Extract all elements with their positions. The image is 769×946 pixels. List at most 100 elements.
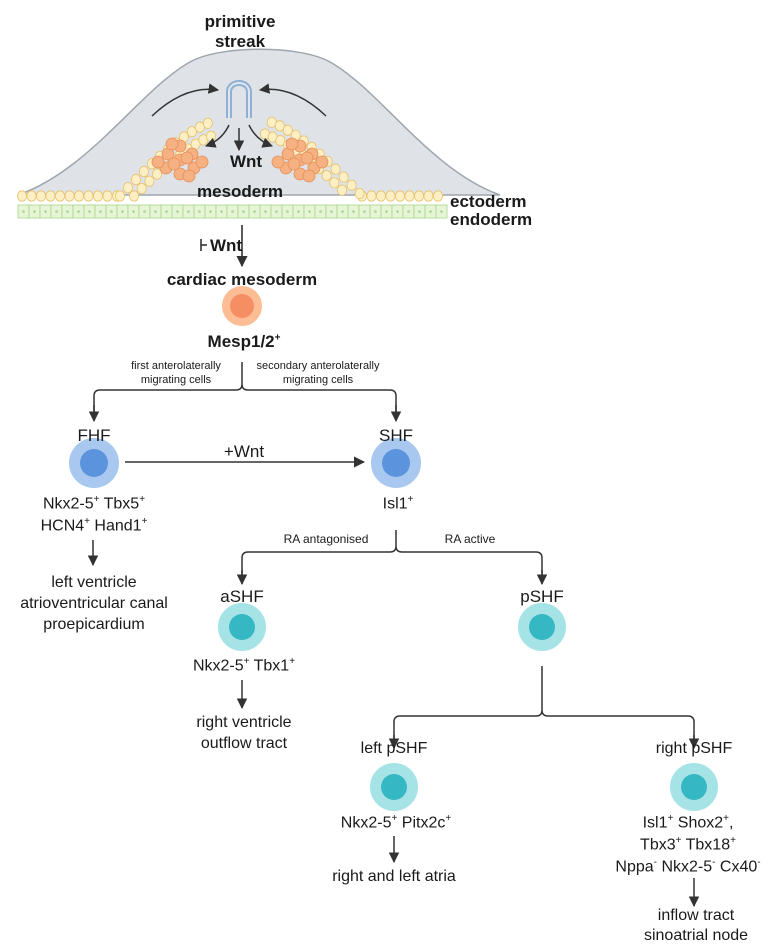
ectoderm-cell [74, 190, 85, 202]
marker-gene: Shox2 [673, 814, 724, 832]
right-pshf-nucleus [681, 774, 707, 800]
marker-sign: + [93, 494, 100, 505]
endoderm-cell-dot [22, 210, 25, 213]
mesoderm-cell [180, 151, 194, 165]
mesoderm-cell [300, 151, 314, 165]
ectoderm-cell [206, 130, 217, 142]
marker-sign: + [730, 835, 736, 847]
ectoderm-cell [413, 190, 424, 202]
ectoderm-cell [375, 190, 386, 202]
marker-sign: - [653, 857, 657, 869]
ectoderm-cell [122, 182, 133, 194]
split-bracket-left-right-pshf [393, 666, 695, 747]
ashf-fate: right ventricle outflow tract [196, 713, 291, 755]
ectoderm-cell [83, 190, 94, 202]
endoderm-cell-dot [297, 210, 300, 213]
ectoderm-cell [394, 190, 405, 202]
cardiac-mesoderm-marker: Mesp1/2+ [208, 332, 281, 352]
ectoderm-cell [93, 190, 104, 202]
ectoderm-cell [45, 190, 56, 202]
ectoderm-cell [144, 175, 155, 187]
ectoderm-cell [338, 171, 349, 183]
endoderm-cell-dot [231, 210, 234, 213]
ectoderm-cell [366, 190, 377, 202]
endoderm-cell-dot [55, 210, 58, 213]
secondary-migration-line1: secondary anterolaterally [256, 360, 380, 372]
marker-gene: Cx40 [715, 858, 758, 876]
mesoderm-cell [287, 157, 301, 171]
left-pshf-nucleus [381, 774, 407, 800]
ectoderm-cell [202, 117, 213, 129]
ingression-arrow-left [151, 83, 220, 117]
endoderm-cell-dot [77, 210, 80, 213]
marker-sign: + [407, 494, 414, 505]
right-pshf-fate-line1: inflow tract [657, 907, 735, 924]
shf-title: SHF [379, 426, 413, 445]
fhf-nucleus [80, 449, 108, 477]
endoderm-cell-dot [253, 210, 256, 213]
ectoderm-cell [128, 190, 139, 202]
ashf-nucleus [229, 614, 255, 640]
marker-sign: + [139, 494, 146, 505]
first-migration-line2: migrating cells [140, 373, 212, 386]
shf-markers: Isl1+ [383, 493, 414, 515]
cardiac-mesoderm-title: cardiac mesoderm [166, 270, 318, 289]
ectoderm-cell [138, 165, 149, 178]
left-pshf-markers: Nkx2-5+ Pitx2c+ [341, 812, 451, 834]
marker-gene: Isl1 [382, 495, 408, 513]
ectoderm-cell [115, 190, 126, 202]
ectoderm-cell [423, 190, 434, 202]
ashf-fate-line2: outflow tract [200, 734, 288, 752]
endoderm-cell-dot [121, 210, 124, 213]
marker-gene: Nkx2-5 [340, 814, 392, 832]
marker-gene: Tbx3 [640, 836, 676, 854]
fhf-fate-line1: left ventricle [51, 574, 137, 591]
embryo-dome [17, 48, 501, 196]
marker-line: Isl1+ Shox2+, [615, 812, 760, 834]
marker-gene: Nkx2-5 [42, 495, 94, 513]
endoderm-cell-dot [33, 210, 36, 213]
mesp-marker-sup: + [274, 332, 281, 344]
marker-sign: + [667, 813, 674, 824]
ectoderm-cell [36, 190, 47, 202]
ectoderm-cell [102, 190, 113, 202]
fhf-fate-line2: atrioventricular canal [20, 594, 168, 612]
inhibit-wnt-label: Wnt [210, 236, 243, 255]
secondary-migration-label: secondary anterolaterally migrating cell… [257, 360, 380, 388]
marker-gene: Tbx18 [681, 836, 731, 854]
endoderm-cell-dot [88, 210, 91, 213]
ectoderm-cell [330, 163, 341, 175]
endoderm-cell-dot [220, 210, 223, 213]
endoderm-cell-dot [374, 210, 377, 213]
endoderm-cell-dot [143, 210, 146, 213]
endoderm-cell-dot [209, 210, 212, 213]
marker-gene: Hand1 [89, 517, 142, 535]
plus-wnt-label: +Wnt [223, 442, 265, 461]
endoderm-cell-dot [286, 210, 289, 213]
mesoderm-cell [195, 155, 209, 169]
endoderm-cell-dot [418, 210, 421, 213]
primitive-streak-label-line1: primitive [204, 12, 276, 31]
ingression-arrow-right [258, 83, 327, 117]
mesoderm-cell [182, 169, 196, 183]
ectoderm-cell [329, 177, 340, 189]
marker-sign: + [675, 835, 682, 847]
first-migration-line1: first anterolaterally [131, 360, 221, 372]
ectoderm-cell [275, 135, 286, 147]
shf-nucleus [382, 449, 410, 477]
fhf-markers: Nkx2-5+ Tbx5+HCN4+ Hand1+ [41, 493, 148, 537]
pshf-nucleus [529, 614, 555, 640]
mesoderm-cell [315, 155, 329, 169]
marker-sign: + [84, 516, 90, 528]
marker-sign: + [141, 516, 148, 528]
mesoderm-cell [151, 155, 165, 169]
endoderm-layer [17, 204, 448, 219]
marker-line: Nkx2-5+ Pitx2c+ [341, 812, 451, 834]
wnt-arrow-right [248, 124, 273, 148]
marker-gene: Nkx2-5 [656, 858, 713, 876]
ectoderm-cell [64, 190, 75, 202]
fhf-fate: left ventricle atrioventricular canal pr… [20, 573, 168, 635]
ectoderm-cell [337, 184, 348, 196]
marker-line: Nppa- Nkx2-5- Cx40- [615, 856, 760, 878]
